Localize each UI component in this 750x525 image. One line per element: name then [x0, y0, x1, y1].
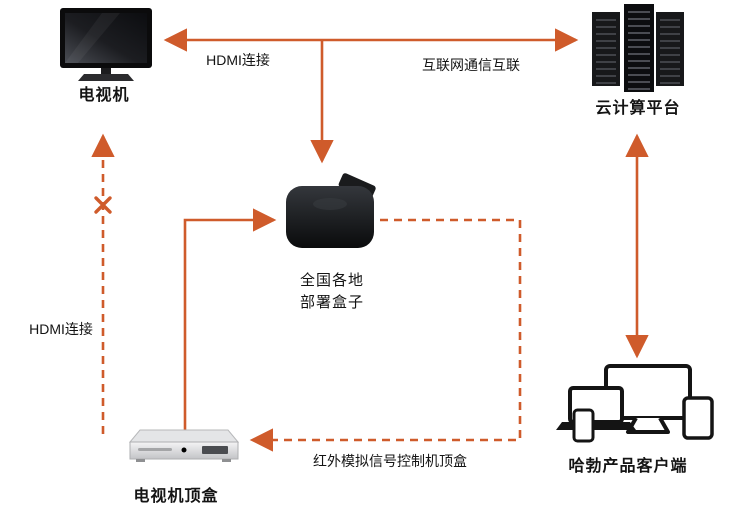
- box-label-line2: 部署盒子: [299, 294, 364, 311]
- client-label: 哈勃产品客户端: [568, 458, 688, 475]
- edge-hdmi-top-label: HDMI连接: [206, 52, 270, 68]
- tv-box-icon: [286, 173, 376, 248]
- edge-internet-label: 互联网通信互联: [422, 57, 520, 73]
- box-label-line1: 全国各地: [299, 272, 364, 289]
- stb-label: 电视机顶盒: [133, 488, 219, 505]
- edge-stb-to-box: [183, 208, 277, 430]
- crossed-out-icon: [94, 196, 112, 214]
- edge-ir-control-label: 红外模拟信号控制机顶盒: [313, 453, 467, 469]
- client-devices-icon: [556, 364, 714, 443]
- edge-hdmi-old-label: HDMI连接: [29, 321, 93, 337]
- cloud-label: 云计算平台: [595, 100, 681, 117]
- edge-ir-control: [249, 218, 522, 452]
- box-label: 全国各地 部署盒子: [288, 270, 376, 314]
- tv-icon: [60, 8, 152, 81]
- tv-label: 电视机: [78, 87, 130, 104]
- cloud-servers-icon: [592, 4, 684, 92]
- set-top-box-icon: [128, 429, 240, 462]
